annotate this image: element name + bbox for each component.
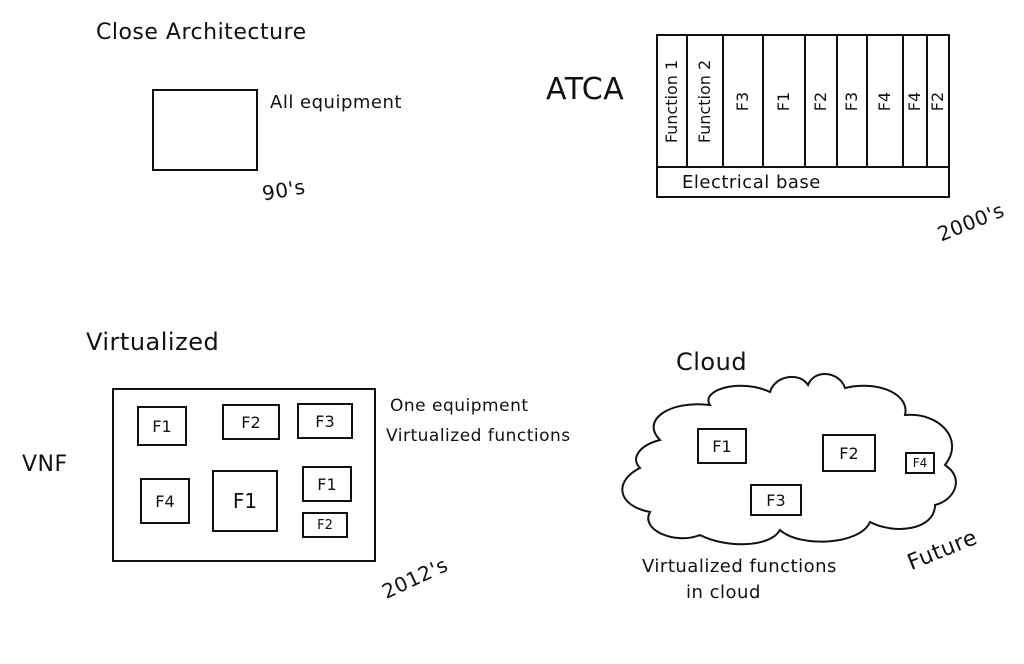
vnf-function-box: F2 (302, 512, 348, 538)
cloud-function-box: F4 (905, 452, 935, 474)
atca-slot: F1 (764, 36, 806, 166)
cloud-title: Cloud (676, 348, 748, 376)
cloud-outline (621, 373, 957, 546)
vnf-function-box: F4 (140, 478, 190, 524)
cloud-function-box: F2 (822, 434, 876, 472)
vnf-note-line2: Virtualized functions (386, 426, 571, 446)
cloud-function-box: F3 (750, 484, 802, 516)
vnf-function-box: F3 (297, 403, 353, 439)
atca-slot: F2 (806, 36, 838, 166)
cloud-caption-line1: Virtualized functions (642, 556, 837, 577)
vnf-function-box: F2 (222, 404, 280, 440)
cloud-function-box: F1 (697, 428, 747, 464)
electrical-base-label: Electrical base (682, 172, 821, 193)
atca-slot: F4 (904, 36, 928, 166)
vnf-function-box: F1 (137, 406, 187, 446)
close-architecture-title: Close Architecture (96, 20, 307, 45)
all-equipment-box (152, 89, 258, 171)
atca-slot: F4 (868, 36, 904, 166)
atca-title: ATCA (546, 72, 625, 107)
vnf-label: VNF (22, 452, 68, 477)
atca-slot: F3 (724, 36, 764, 166)
vnf-function-box: F1 (212, 470, 278, 532)
atca-slots-area: Function 1 Function 2 F3 F1 F2 F3 F4 F4 … (658, 36, 948, 168)
vnf-function-box: F1 (302, 466, 352, 502)
virtualized-title: Virtualized (86, 328, 220, 356)
atca-slot: F3 (838, 36, 868, 166)
atca-slot: Function 1 (658, 36, 688, 166)
all-equipment-label: All equipment (270, 92, 402, 113)
atca-chassis: Function 1 Function 2 F3 F1 F2 F3 F4 F4 … (656, 34, 950, 198)
vnf-note-line1: One equipment (390, 396, 529, 416)
atca-slot: Function 2 (688, 36, 724, 166)
cloud-caption-line2: in cloud (686, 582, 761, 603)
vnf-equipment-box (112, 388, 376, 562)
